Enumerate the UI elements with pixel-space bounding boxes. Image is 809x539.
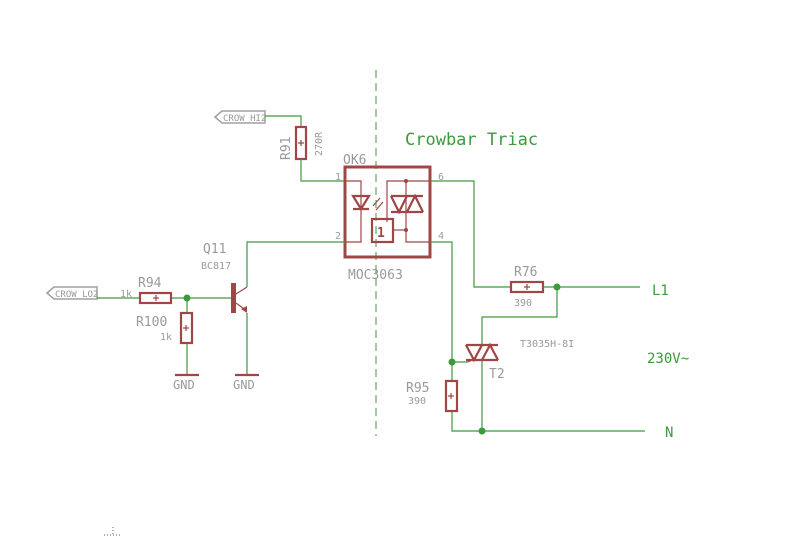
svg-text:Q11: Q11 — [203, 242, 226, 257]
schematic-title: Crowbar Triac — [405, 130, 538, 150]
svg-text:GND: GND — [173, 378, 195, 392]
resistor-r91[interactable]: R91 270R — [279, 125, 325, 161]
net-l1: L1 — [652, 283, 669, 299]
svg-text:1: 1 — [335, 172, 341, 183]
svg-text:4: 4 — [438, 231, 444, 242]
wire — [246, 241, 346, 375]
svg-text:GND: GND — [233, 378, 255, 392]
wire — [97, 297, 232, 374]
net-n: N — [665, 425, 673, 441]
junction — [448, 358, 456, 366]
voltage-label: 230V~ — [647, 351, 689, 367]
junction — [553, 283, 561, 291]
gnd-symbol: GND — [173, 373, 199, 392]
wire — [300, 159, 346, 182]
svg-text:R95: R95 — [406, 381, 429, 396]
svg-text:T3035H-8I: T3035H-8I — [520, 339, 574, 350]
svg-text:R94: R94 — [138, 276, 162, 291]
net-label-crow-hi[interactable]: CROW_HI2 — [213, 110, 266, 124]
transistor-q11[interactable]: Q11 BC817 — [201, 242, 248, 313]
svg-text:CROW_LO2: CROW_LO2 — [55, 290, 98, 300]
wire — [430, 180, 511, 288]
svg-text:1k: 1k — [160, 332, 172, 343]
wire — [265, 115, 302, 127]
wire — [430, 241, 645, 432]
svg-text:2: 2 — [335, 231, 341, 242]
svg-text:R76: R76 — [514, 265, 537, 280]
optocoupler-ok6[interactable]: OK6 MOC3063 1 2 6 4 1 — [335, 153, 444, 283]
origin-marker — [104, 527, 121, 536]
svg-text:1k: 1k — [120, 289, 132, 300]
svg-text:6: 6 — [438, 172, 444, 183]
junction — [183, 294, 191, 302]
svg-text:1: 1 — [377, 226, 385, 241]
resistor-r100[interactable]: R100 1k — [136, 311, 194, 345]
junction — [478, 427, 486, 435]
svg-text:390: 390 — [514, 298, 532, 309]
resistor-r76[interactable]: R76 390 — [509, 265, 545, 309]
svg-text:CROW_HI2: CROW_HI2 — [223, 114, 266, 124]
svg-text:T2: T2 — [489, 367, 505, 382]
net-label-crow-lo[interactable]: CROW_LO2 — [45, 286, 98, 300]
svg-text:R100: R100 — [136, 315, 167, 330]
svg-text:MOC3063: MOC3063 — [348, 268, 403, 283]
wire — [481, 286, 640, 345]
svg-text:R91: R91 — [279, 137, 294, 160]
resistor-r94[interactable]: R94 1k — [120, 276, 173, 305]
svg-text:270R: 270R — [314, 131, 325, 156]
svg-text:OK6: OK6 — [343, 153, 366, 168]
svg-text:390: 390 — [408, 396, 426, 407]
svg-text:BC817: BC817 — [201, 261, 231, 272]
triac-t2[interactable]: T3035H-8I T2 — [465, 339, 574, 382]
resistor-r95[interactable]: R95 390 — [406, 379, 459, 413]
gnd-symbol: GND — [233, 373, 259, 392]
